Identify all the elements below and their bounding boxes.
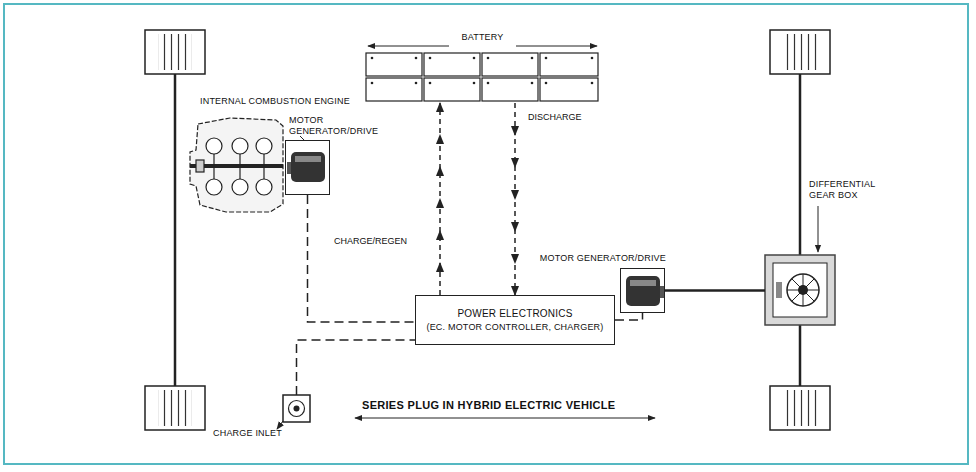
diagram-caption: SERIES PLUG IN HYBRID ELECTRIC VEHICLE (362, 399, 615, 412)
motor-icon (626, 276, 664, 306)
battery-pack: BATTERY (365, 52, 600, 102)
battery-terminals (371, 57, 594, 85)
box-heading: POWER ELECTRONICS (457, 308, 572, 319)
battery-cells (366, 53, 598, 101)
engine-block: INTERNAL COMBUSTION ENGINE (190, 118, 283, 212)
component-label: MOTOR GENERATOR/DRIVE (289, 115, 369, 137)
charge-inlet-drawing (283, 395, 310, 422)
power-electronics-box: POWER ELECTRONICS (EC. MOTOR CONTROLLER, … (415, 295, 615, 345)
flow-label: DISCHARGE (527, 112, 583, 123)
power-flow-line (514, 103, 516, 295)
engine-drawing (190, 118, 283, 212)
box-body: (EC. MOTOR CONTROLLER, CHARGER) (426, 322, 603, 333)
power-flow-line (615, 313, 643, 320)
wheel (145, 386, 205, 430)
differential-gear-box: DIFFERENTIAL GEAR BOX (765, 255, 835, 325)
component-label: INTERNAL COMBUSTION ENGINE (200, 96, 370, 107)
component-label: CHARGE INLET (213, 428, 275, 439)
motor-generator-box: MOTOR GENERATOR/DRIVE (285, 140, 330, 195)
component-label: MOTOR GENERATOR/DRIVE (536, 253, 666, 264)
leader-line (818, 206, 819, 252)
component-label: BATTERY (365, 32, 600, 43)
caption-arrow (355, 418, 655, 419)
rear-axle (799, 74, 802, 386)
power-flow-line (439, 103, 441, 295)
component-label: DIFFERENTIAL GEAR BOX (809, 179, 873, 201)
dimension-arrow (368, 46, 449, 47)
dimension-arrow (516, 46, 597, 47)
differential-drawing (765, 255, 835, 325)
flow-label: CHARGE/REGEN (333, 236, 408, 247)
front-axle (174, 74, 177, 386)
charge-inlet: CHARGE INLET (283, 395, 310, 422)
wheel (770, 386, 830, 430)
motor-icon (287, 152, 325, 182)
leader-line (277, 421, 283, 429)
wheel (145, 30, 205, 74)
motor-generator-box: MOTOR GENERATOR/DRIVE (620, 268, 665, 313)
power-flow-line (308, 195, 416, 322)
wheel (770, 30, 830, 74)
drive-shaft (665, 289, 765, 292)
power-flow-line (297, 340, 416, 395)
